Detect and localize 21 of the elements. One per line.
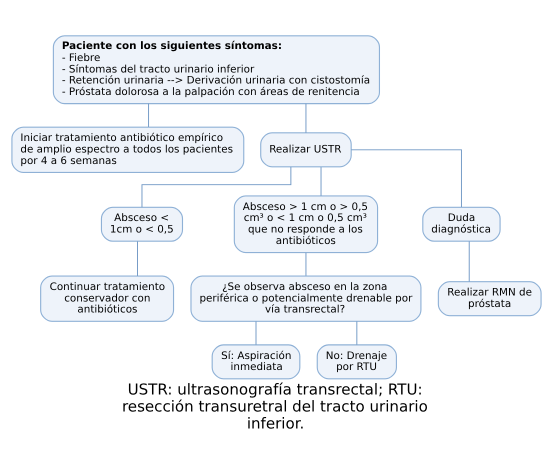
connector bbox=[468, 241, 470, 282]
connector bbox=[305, 252, 306, 276]
node-box: Iniciar tratamiento antibiótico empírico de amplio espectro a todos los pacientes por 4 a 6 semanas bbox=[11, 126, 244, 173]
connector bbox=[350, 149, 462, 208]
node-box: No: Drenaje por RTU bbox=[316, 344, 397, 380]
node-box: Sí: Aspiración inmediata bbox=[212, 344, 300, 380]
connector bbox=[320, 166, 322, 196]
node-box: ¿Se observa absceso en la zona periférica o potencialmente drenable por vía transrectal? bbox=[190, 276, 422, 322]
node-box: Realizar RMN de próstata bbox=[438, 281, 542, 316]
node-box: Absceso < 1cm o < 0,5 bbox=[100, 206, 184, 242]
node-box: Duda diagnóstica bbox=[422, 206, 501, 242]
connector bbox=[356, 321, 358, 346]
node-box: Paciente con los siguientes síntomas: - Fiebre - Síntomas del tracto urinario inferior - Retención urinaria --> Derivación urinaria con cistostomía - Próstata dolorosa a la palpación con áreas de renitencia bbox=[52, 35, 380, 104]
node-box: Absceso > 1 cm o > 0,5 cm³ o < 1 cm o 0,5 cm³ que no responde a los antibióticos bbox=[234, 195, 378, 254]
caption: USTR: ultrasonografía transrectal; RTU: resección transuretral del tracto urinario inferior. bbox=[122, 380, 428, 433]
connector bbox=[137, 241, 138, 276]
connector bbox=[148, 103, 150, 128]
node-box: Realizar USTR bbox=[260, 132, 352, 168]
node-box: Continuar tratamiento conservador con antibióticos bbox=[40, 276, 174, 322]
connector bbox=[142, 166, 292, 208]
connector bbox=[305, 103, 306, 134]
